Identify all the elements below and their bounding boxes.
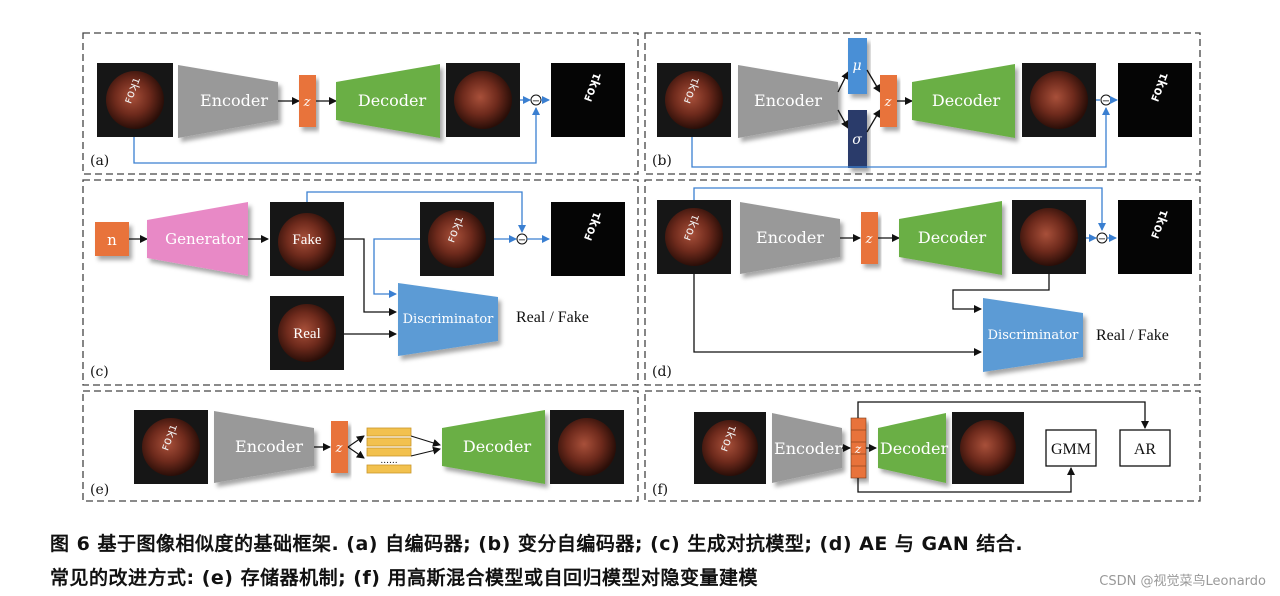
panel-d-border — [644, 179, 1201, 386]
panel-e-border — [82, 390, 639, 502]
discriminator-label: Discriminator — [988, 328, 1080, 343]
encoder-label: Encoder — [200, 91, 268, 110]
input-image: ꜰoʞı — [657, 200, 731, 274]
encoder-block — [740, 202, 840, 274]
residual-mask: ꜰoʞı — [1118, 200, 1192, 274]
decoder-label: Decoder — [932, 91, 1001, 110]
gmm-label: GMM — [1051, 441, 1091, 458]
decoder-block — [878, 413, 946, 483]
panel-c-label: (c) — [90, 364, 109, 380]
mu-label: μ — [852, 58, 861, 74]
latent-z — [880, 75, 897, 127]
n-label: n — [107, 231, 117, 249]
input-image: ꜰoʞı — [694, 412, 766, 484]
z-label: z — [854, 442, 862, 456]
decoder-label: Decoder — [918, 228, 987, 247]
sigma-vector — [848, 110, 867, 168]
encoder-block — [214, 411, 314, 483]
decoder-label: Decoder — [463, 437, 532, 456]
real-fake-output: Real / Fake — [516, 309, 589, 326]
panel-f-border — [644, 390, 1201, 502]
reconstructed-image — [1022, 63, 1096, 137]
panel-a: ꜰoʞı Encoder z Decoder − ꜰoʞı (a) — [90, 63, 625, 169]
reconstructed-image — [952, 412, 1024, 484]
reconstructed-image — [550, 410, 624, 484]
panel-d-label: (d) — [652, 364, 672, 380]
fake-image: Fake — [270, 202, 344, 276]
decoder-label: Decoder — [358, 91, 427, 110]
latent-z — [331, 421, 348, 473]
latent-z — [299, 75, 316, 127]
decoder-block — [336, 64, 440, 138]
subtract-icon: − — [1098, 234, 1106, 245]
input-image: ꜰoʞı — [134, 410, 208, 484]
sigma-label: σ — [852, 132, 862, 148]
panel-b: ꜰoʞı Encoder μ σ z Decoder − ꜰoʞı (b) — [652, 38, 1192, 169]
z-label: z — [303, 95, 311, 110]
memory-module: ...... — [366, 427, 412, 474]
test-image: ꜰoʞı — [420, 202, 494, 276]
decoder-label: Decoder — [880, 439, 949, 458]
discriminator-block — [398, 283, 498, 356]
z-label: z — [335, 441, 343, 456]
z-label: z — [884, 95, 892, 110]
panel-f: ꜰoʞı Encoder z Decoder GMM AR (f) — [652, 401, 1171, 498]
residual-mask: ꜰoʞı — [551, 202, 625, 276]
panel-b-label: (b) — [652, 153, 672, 169]
subtract-icon: − — [518, 235, 526, 246]
ar-label: AR — [1134, 441, 1157, 458]
encoder-label: Encoder — [235, 437, 303, 456]
decoder-block — [442, 410, 545, 484]
encoder-block — [178, 65, 278, 138]
encoder-label: Encoder — [774, 439, 842, 458]
input-image: ꜰoʞı — [97, 63, 173, 137]
real-image: Real — [270, 296, 344, 370]
figure-caption-line2: 常见的改进方式: (e) 存储器机制; (f) 用高斯混合模型或自回归模型对隐变… — [50, 567, 759, 589]
discriminator-label: Discriminator — [403, 312, 495, 327]
fake-label: Fake — [292, 232, 322, 248]
generator-block — [147, 202, 248, 276]
subtract-icon: − — [1102, 96, 1110, 107]
ar-box — [1119, 429, 1171, 467]
encoder-label: Encoder — [754, 91, 822, 110]
panel-b-border — [644, 32, 1201, 175]
real-fake-output: Real / Fake — [1096, 327, 1169, 344]
subtract-icon: − — [532, 96, 540, 107]
encoder-block — [738, 65, 838, 138]
reconstructed-image — [1012, 200, 1086, 274]
decoder-block — [899, 201, 1002, 275]
gmm-box — [1045, 429, 1097, 467]
panel-c-border — [82, 179, 639, 386]
watermark: CSDN @视觉菜鸟Leonardo — [1099, 574, 1266, 589]
panel-f-label: (f) — [652, 482, 668, 498]
encoder-label: Encoder — [756, 228, 824, 247]
latent-z — [861, 212, 878, 264]
memory-ellipsis: ...... — [380, 456, 397, 466]
figure-caption-line1: 图 6 基于图像相似度的基础框架. (a) 自编码器; (b) 变分自编码器; … — [50, 533, 1024, 555]
panel-d: ꜰoʞı Encoder z Decoder − ꜰoʞı Discrimina… — [652, 187, 1192, 380]
z-label: z — [865, 232, 873, 247]
panel-a-border — [82, 32, 639, 175]
residual-mask: ꜰoʞı — [551, 63, 625, 137]
input-image: ꜰoʞı — [657, 63, 731, 137]
mu-vector — [848, 38, 867, 94]
panel-e: ꜰoʞı Encoder z ...... Decoder (e) — [90, 410, 624, 498]
reconstructed-image — [446, 63, 520, 137]
panel-e-label: (e) — [90, 482, 109, 498]
panel-c: n Generator Fake Real ꜰoʞı − ꜰoʞı D — [90, 191, 625, 380]
noise-n — [95, 222, 129, 256]
discriminator-block — [983, 298, 1083, 372]
residual-mask: ꜰoʞı — [1118, 63, 1192, 137]
generator-label: Generator — [165, 230, 244, 248]
real-label: Real — [293, 326, 321, 342]
panel-a-label: (a) — [90, 153, 109, 169]
decoder-block — [912, 64, 1015, 138]
encoder-block — [772, 413, 842, 483]
